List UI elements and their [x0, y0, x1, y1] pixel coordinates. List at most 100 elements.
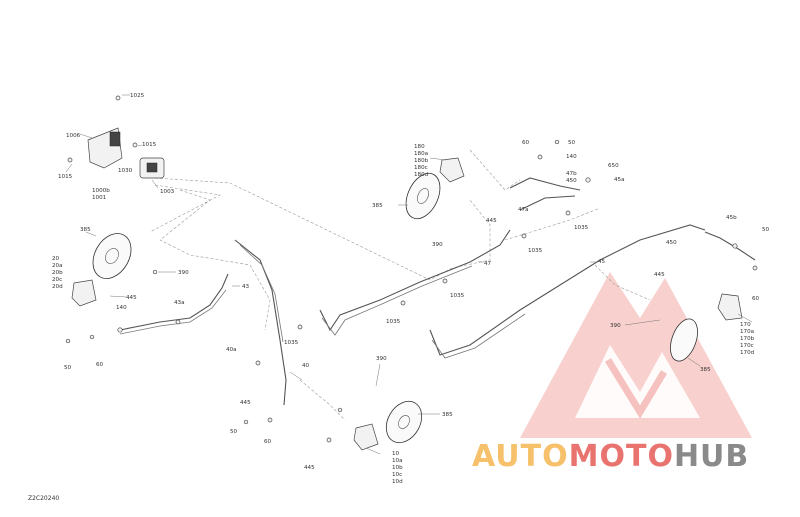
fitting-1 [117, 327, 123, 333]
label-180: 180 [414, 144, 425, 150]
pipe-45-inner [431, 313, 526, 359]
watermark-chevron [605, 358, 668, 419]
label-43: 43 [242, 284, 250, 290]
front-left-brake [71, 233, 158, 307]
label-50-bottom: 50 [230, 429, 238, 435]
caliper-180 [439, 157, 465, 183]
label-385-right: 385 [372, 203, 383, 209]
label-390-right: 390 [610, 323, 621, 329]
fitting-40a [255, 360, 261, 366]
disc-385-left [92, 233, 132, 279]
disc-385-rear-left [385, 400, 423, 444]
abs-unit-core [146, 162, 158, 173]
label-60-left: 60 [96, 362, 104, 368]
label-450-right: 450 [666, 240, 677, 246]
label-10d: 10d [392, 479, 403, 485]
leader-40 [289, 371, 303, 381]
label-385-left: 385 [80, 227, 91, 233]
label-43a: 43a [174, 300, 185, 306]
label-45a: 45a [614, 177, 625, 183]
fitting-60-top [537, 154, 543, 160]
label-445-bottom-left: 445 [240, 400, 251, 406]
label-47a: 47a [518, 207, 529, 213]
label-180d: 180d [414, 172, 429, 178]
label-20: 20 [52, 256, 60, 262]
leader-385-left [85, 231, 97, 237]
pipe-45 [429, 224, 706, 356]
watermark-triangle-outer [520, 272, 752, 438]
label-170a: 170a [740, 329, 754, 335]
pipe-47-inner [321, 265, 473, 336]
watermark-hub: HUB [674, 439, 749, 474]
fitting-445-bottom [326, 437, 332, 443]
fitting-450-top [585, 177, 591, 183]
pipe-45-end [704, 231, 756, 261]
dashed-line-3 [159, 189, 271, 331]
label-170b: 170b [740, 336, 755, 342]
watermark-auto: AUTO [472, 439, 569, 474]
bolt-1015-left [67, 157, 73, 163]
label-50-top: 50 [568, 140, 576, 146]
bolt-1025 [115, 95, 121, 101]
label-40a: 40a [226, 347, 237, 353]
watermark-moto: MOTO [569, 439, 674, 474]
fitting-1035-e [565, 210, 571, 216]
caliper-20 [71, 279, 97, 307]
leader-10 [365, 447, 381, 455]
abs-mount-block [109, 131, 121, 147]
label-450-top: 450 [566, 178, 577, 184]
fitting-1035-d [521, 233, 527, 239]
fitting-bleeder [337, 407, 343, 413]
disc-hub-right [417, 188, 429, 204]
label-60-bottom: 60 [264, 439, 272, 445]
label-20b: 20b [52, 270, 63, 276]
label-20a: 20a [52, 263, 63, 269]
leader-1006 [79, 133, 93, 139]
disc-hub-left [105, 248, 119, 264]
label-1035-top: 1035 [574, 225, 589, 231]
fitting-43a [175, 319, 181, 325]
dashed-line-4 [469, 149, 521, 191]
label-45: 45 [598, 259, 606, 265]
label-170d: 170d [740, 350, 755, 356]
front-right-brake [405, 157, 465, 220]
rear-right-brake [670, 293, 743, 362]
fitting-50-bottom [243, 419, 249, 425]
label-47: 47 [484, 261, 492, 267]
leader-1003 [151, 179, 159, 189]
leader-1015-right [137, 144, 143, 147]
label-180b: 180b [414, 158, 429, 164]
disc-385-rear-right [670, 318, 698, 362]
label-385-rear-right: 385 [700, 367, 711, 373]
pipe-47b [509, 177, 581, 191]
leader-390-right [624, 319, 661, 326]
label-1030: 1030 [118, 168, 133, 174]
label-10a: 10a [392, 458, 403, 464]
label-445-right-top: 445 [486, 218, 497, 224]
abs-module-assembly [67, 95, 165, 179]
disc-385-right [405, 172, 441, 220]
fitting-50-top [554, 139, 560, 145]
pipe-47a [519, 195, 576, 211]
dashed-line-7 [299, 379, 346, 421]
label-1015-right: 1015 [142, 142, 157, 148]
label-60-right: 60 [752, 296, 760, 302]
label-140-left: 140 [116, 305, 127, 311]
label-10b: 10b [392, 465, 403, 471]
drawing-code: Z2C20240 [28, 495, 59, 502]
label-445-right: 445 [654, 272, 665, 278]
dashed-line-1 [154, 177, 491, 281]
fitting-45b [732, 243, 738, 249]
fitting-1035-a [297, 324, 303, 330]
bolt-1015-right [132, 142, 138, 148]
label-180c: 180c [414, 165, 428, 171]
label-390-bottom: 390 [376, 356, 387, 362]
label-385-rear-left: 385 [442, 412, 453, 418]
label-1015-left: 1015 [58, 174, 73, 180]
rear-left-brake [353, 400, 423, 451]
pipe-40 [234, 239, 287, 406]
pipe-47 [319, 229, 511, 332]
label-1035-e: 1035 [284, 340, 299, 346]
dashed-line-5 [504, 207, 601, 241]
